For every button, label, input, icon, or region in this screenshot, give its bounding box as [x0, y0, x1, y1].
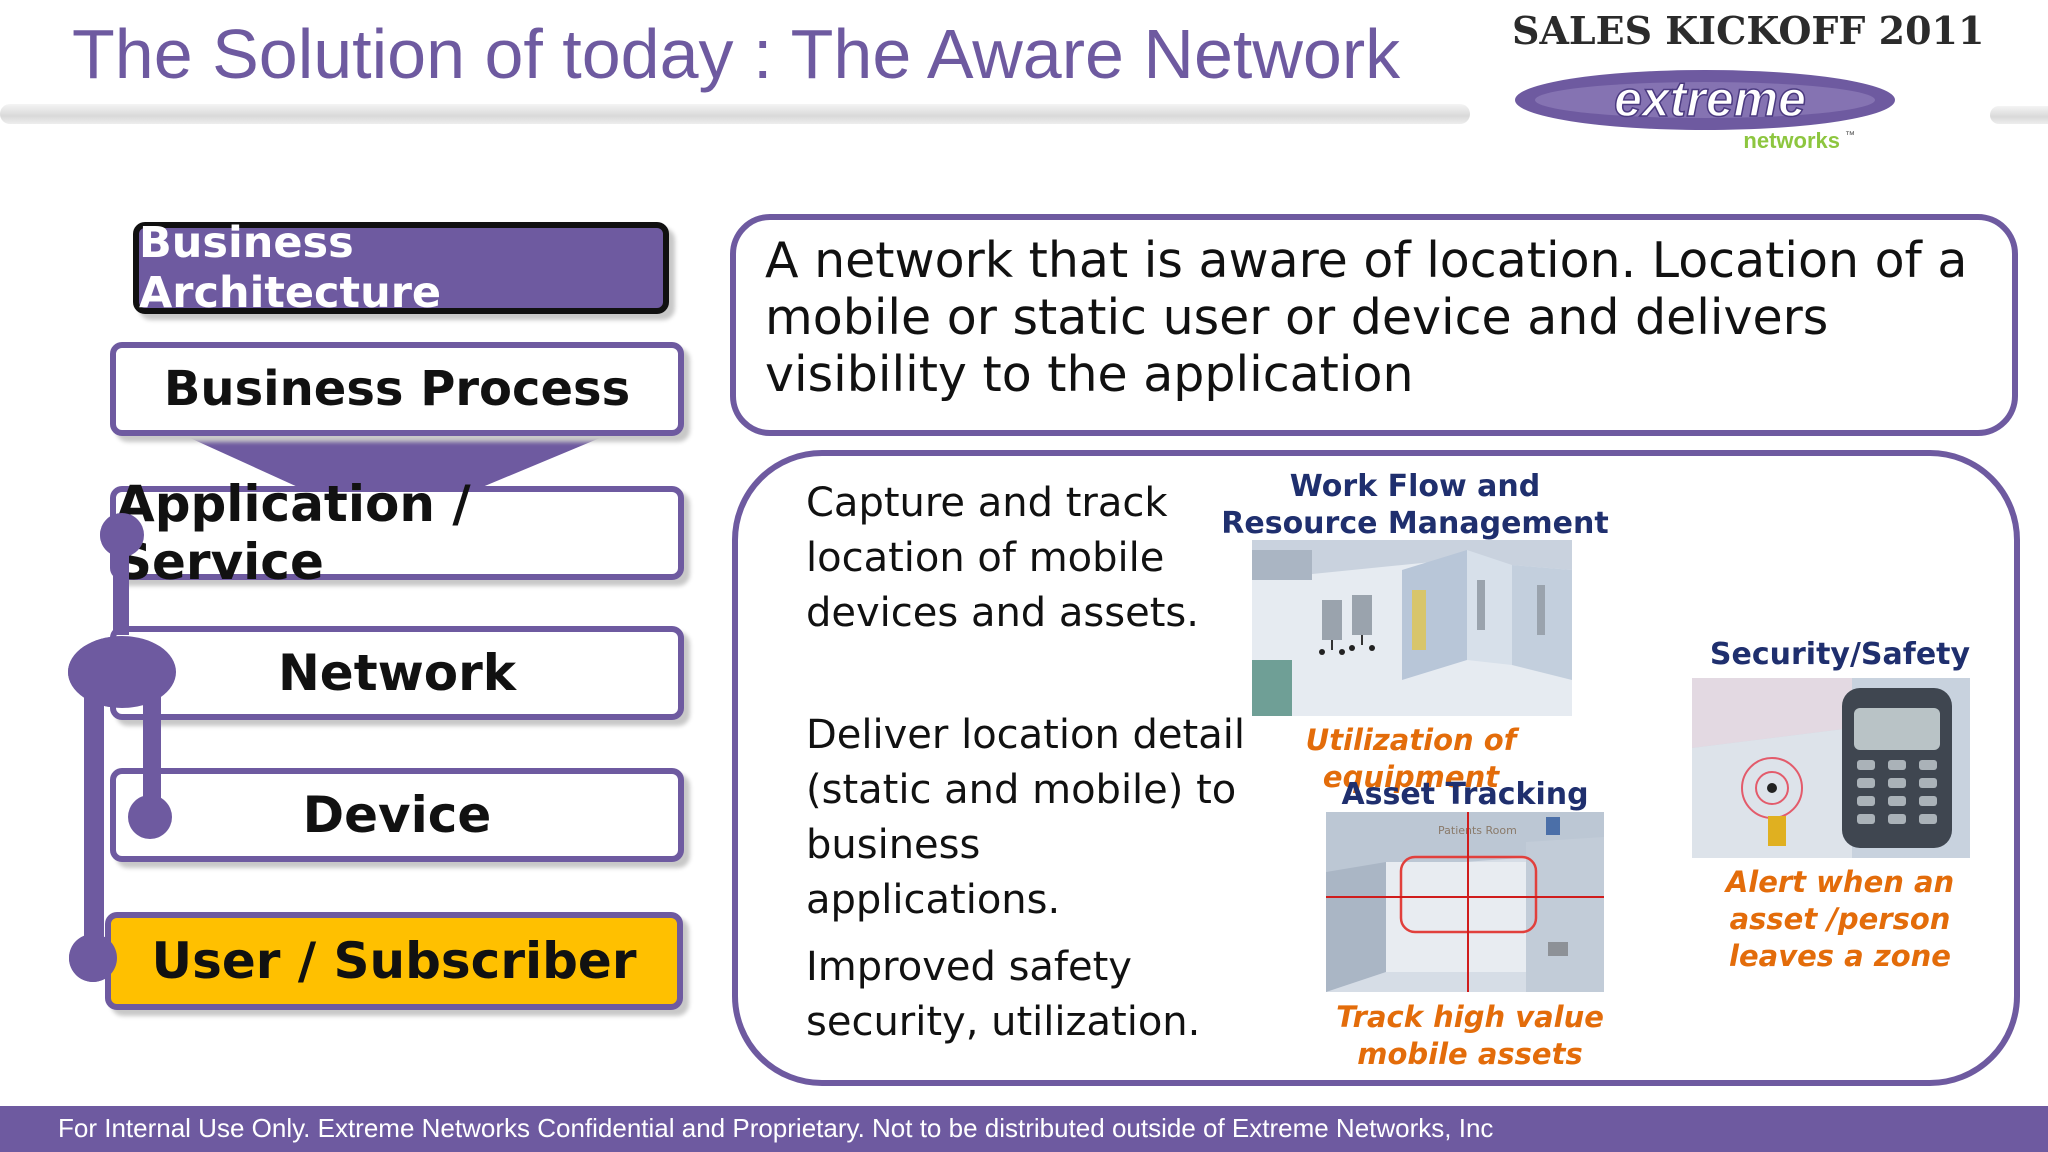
footer-bar — [0, 1106, 2048, 1152]
security-caption: Alert when an asset /person leaves a zon… — [1725, 865, 1955, 973]
asset-sign-text: Patients Room — [1438, 824, 1517, 837]
security-illustration — [1692, 678, 1970, 858]
slide-title: The Solution of today : The Aware Networ… — [72, 15, 1401, 93]
application-service-box: Application / Service — [110, 475, 684, 591]
asset-tracking-illustration: Patients Room — [1326, 812, 1604, 992]
benefit-capture: Capture and track location of mobile dev… — [806, 480, 1199, 636]
benefit-deliver: Deliver location detail (static and mobi… — [806, 712, 1245, 923]
footer-text: For Internal Use Only. Extreme Networks … — [58, 1113, 1494, 1143]
device-box: Device — [110, 768, 684, 862]
asset-tracking-title: Asset Tracking — [1341, 777, 1589, 812]
logo-sub: networks — [1743, 128, 1840, 153]
extreme-networks-logo: extreme networks ™ — [1515, 70, 1895, 153]
workflow-title: Work Flow and Resource Management — [1221, 469, 1609, 541]
process-funnel — [190, 438, 600, 488]
workflow-illustration — [1252, 540, 1572, 716]
logo-brand: extreme — [1614, 71, 1806, 127]
benefit-safety: Improved safety security, utilization. — [806, 944, 1201, 1045]
user-subscriber-box: User / Subscriber — [105, 912, 683, 1010]
header-divider — [0, 104, 1470, 124]
asset-tracking-caption: Track high value mobile assets — [1336, 1000, 1604, 1071]
description-panel — [730, 214, 2018, 436]
network-box: Network — [110, 626, 684, 720]
workflow-caption: Utilization of equipment — [1305, 723, 1517, 794]
description-text: A network that is aware of location. Loc… — [765, 232, 1968, 403]
security-title: Security/Safety — [1709, 637, 1971, 672]
logo-tm: ™ — [1845, 130, 1855, 141]
header-divider-right — [1990, 106, 2048, 124]
business-architecture-box: Business Architecture — [133, 218, 669, 318]
business-process-box: Business Process — [110, 342, 684, 436]
event-label: SALES KICKOFF 2011 — [1512, 8, 1985, 53]
